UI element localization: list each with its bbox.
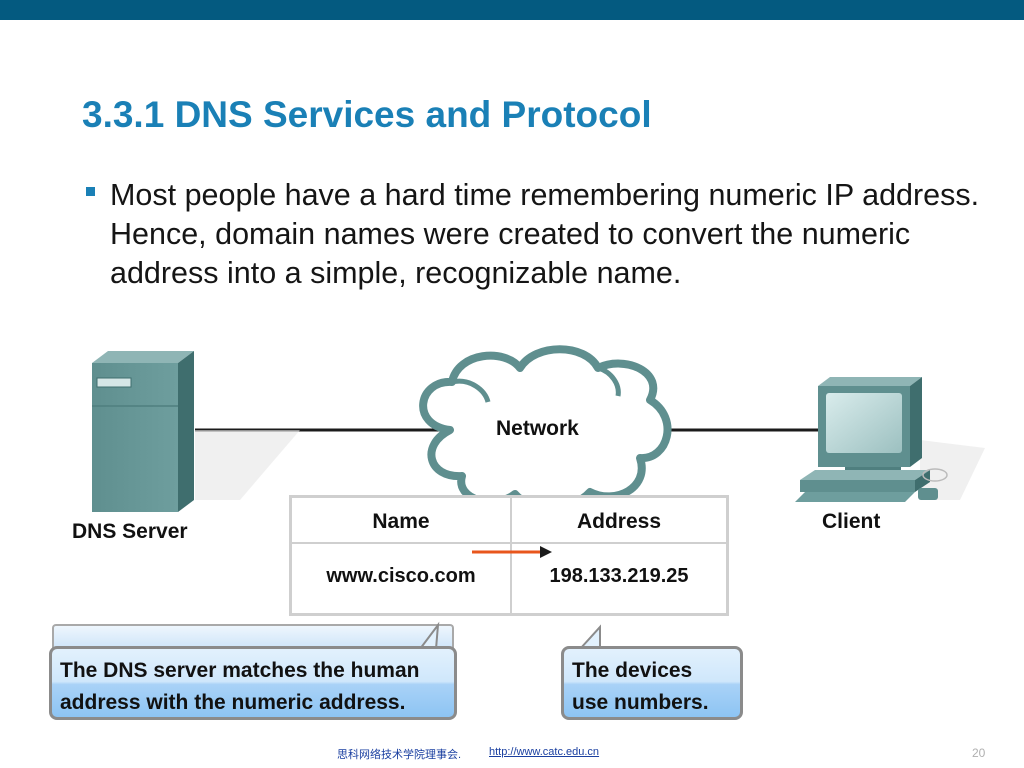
footer-text: 思科网络技术学院理事会. bbox=[337, 749, 462, 761]
server-callout: The DNS server matches the human address… bbox=[49, 646, 457, 720]
client-callout-line: The devices bbox=[572, 659, 693, 682]
server-callout-line: The DNS server matches the human bbox=[60, 659, 420, 682]
header-address: Address bbox=[576, 510, 662, 533]
mapping-arrow-icon bbox=[472, 546, 552, 558]
server-callout-line: address with the numeric address. bbox=[60, 691, 406, 714]
name-address-table: Name Address www.cisco.com 198.133.219.2… bbox=[289, 495, 729, 616]
client-computer-icon bbox=[795, 377, 985, 502]
network-label: Network bbox=[496, 417, 579, 440]
bullet-marker bbox=[86, 187, 95, 196]
footer-link[interactable]: http://www.catc.edu.cn bbox=[489, 746, 600, 758]
slide-title: 3.3.1 DNS Services and Protocol bbox=[82, 94, 652, 135]
top-bar bbox=[0, 0, 1024, 20]
network-diagram bbox=[92, 345, 985, 512]
dns-server-label: DNS Server bbox=[72, 520, 188, 543]
cell-address: 198.133.219.25 bbox=[549, 565, 689, 587]
header-name: Name bbox=[372, 510, 430, 533]
dns-server-icon bbox=[92, 351, 300, 512]
bullet-text: Most people have a hard time remembering… bbox=[110, 178, 980, 290]
cell-name: www.cisco.com bbox=[326, 565, 476, 587]
client-callout-line: use numbers. bbox=[572, 691, 709, 714]
client-label: Client bbox=[822, 510, 881, 533]
callout-tab bbox=[52, 624, 454, 648]
page-number: 20 bbox=[972, 746, 986, 760]
client-callout: The devices use numbers. bbox=[561, 646, 743, 720]
column-divider bbox=[510, 498, 512, 613]
row-divider bbox=[292, 542, 726, 544]
